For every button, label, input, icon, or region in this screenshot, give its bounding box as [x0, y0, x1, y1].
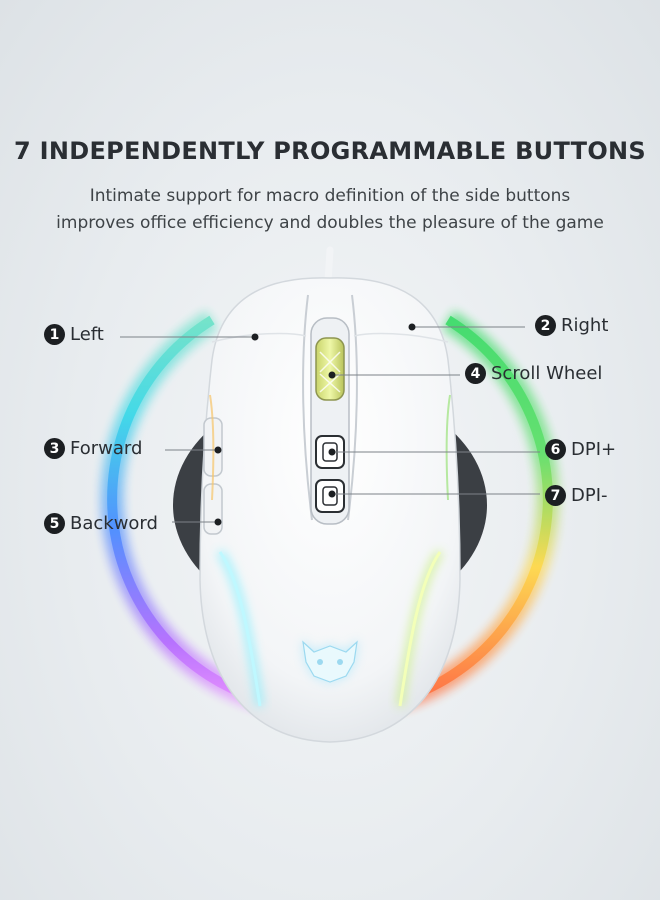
callout-label: Left [70, 324, 104, 345]
callout-number-badge: 3 [44, 438, 65, 459]
headline: 7 INDEPENDENTLY PROGRAMMABLE BUTTONS [13, 137, 647, 165]
brand-logo [301, 640, 359, 683]
callout-number-badge: 4 [465, 363, 486, 384]
callout-label: Forward [70, 438, 143, 459]
callout-scroll-wheel: 4 Scroll Wheel [465, 363, 602, 384]
rgb-ring [101, 310, 559, 711]
callout-dpi-minus: 7 DPI- [545, 485, 608, 506]
callout-dpi-plus: 6 DPI+ [545, 439, 616, 460]
callout-leaders [120, 326, 540, 523]
callout-number-badge: 1 [44, 324, 65, 345]
subtitle-line-1: Intimate support for macro definition of… [89, 186, 571, 206]
callout-number-badge: 2 [535, 315, 556, 336]
callout-label: Backword [70, 513, 158, 534]
callout-backward: 5 Backword [44, 513, 158, 534]
callout-number-badge: 6 [545, 439, 566, 460]
callout-label: DPI- [571, 485, 608, 506]
callout-label: DPI+ [571, 439, 617, 460]
subtitle-line-2: improves office efficiency and doubles t… [56, 213, 604, 233]
callout-dots [214, 323, 416, 526]
callout-label: Scroll Wheel [491, 363, 603, 384]
callout-right: 2 Right [535, 315, 608, 336]
callout-left: 1 Left [44, 324, 104, 345]
callout-number-badge: 5 [44, 513, 65, 534]
mouse-cable [324, 246, 334, 286]
scroll-wheel [315, 337, 345, 401]
callout-label: Right [561, 315, 609, 336]
callout-number-badge: 7 [545, 485, 566, 506]
callout-forward: 3 Forward [44, 438, 142, 459]
